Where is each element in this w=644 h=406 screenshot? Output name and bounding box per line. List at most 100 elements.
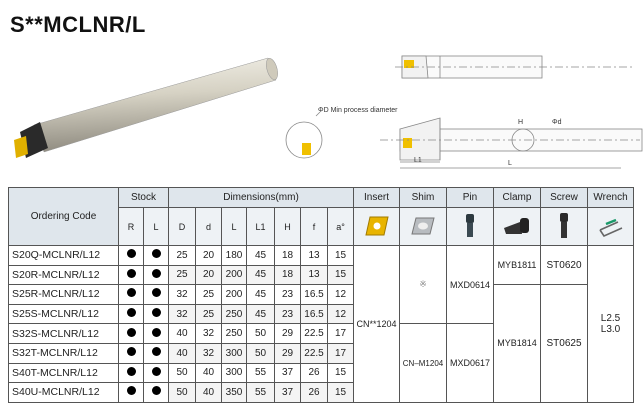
dim-h: 23: [274, 284, 301, 305]
stock-l: [143, 382, 169, 403]
subheader-l1: L1: [246, 207, 275, 246]
in-stock-dot: [126, 288, 136, 298]
in-stock-dot: [126, 327, 136, 337]
dim-d: 25: [195, 303, 222, 325]
stock-l: [143, 245, 169, 266]
dim-d: 32: [195, 342, 222, 364]
dim-label-l1: L1: [414, 157, 422, 164]
in-stock-dot: [151, 366, 161, 376]
subheader-h: H: [274, 207, 301, 246]
dim-a: 17: [327, 342, 354, 364]
in-stock-dot: [151, 327, 161, 337]
stock-r: [118, 284, 144, 305]
stock-r: [118, 323, 144, 344]
dim-h: 29: [274, 342, 301, 364]
in-stock-dot: [151, 268, 161, 278]
tool-illustration: [14, 55, 643, 169]
in-stock-dot: [126, 249, 136, 259]
dim-len: 200: [221, 284, 247, 305]
top-view-drawing: [395, 55, 634, 79]
subheader-l: L: [143, 207, 169, 246]
dim-h: 18: [274, 264, 301, 286]
dim-a: 15: [327, 362, 354, 384]
dim-f: 13: [300, 245, 328, 266]
dim-a: 17: [327, 323, 354, 344]
stock-r: [118, 264, 144, 286]
dim-d: 32: [168, 284, 196, 305]
header-dimensions: Dimensions(mm): [168, 187, 354, 208]
in-stock-dot: [126, 366, 136, 376]
stock-r: [118, 303, 144, 325]
subheader-length: L: [221, 207, 247, 246]
dim-a: 15: [327, 382, 354, 403]
dim-a: 12: [327, 284, 354, 305]
clamp-value: MYB1814: [493, 284, 541, 403]
header-shim: Shim: [399, 187, 447, 208]
ordering-code: S40U-MCLNR/L12: [8, 382, 119, 403]
header-screw: Screw: [540, 187, 588, 208]
stock-r: [118, 362, 144, 384]
dim-h: 37: [274, 382, 301, 403]
header-wrench: Wrench: [587, 187, 634, 208]
dim-f: 22.5: [300, 342, 328, 364]
screw-value: ST0620: [540, 244, 588, 286]
dim-f: 13: [300, 264, 328, 286]
ordering-code: S40T-MCLNR/L12: [8, 362, 119, 384]
dim-len: 250: [221, 303, 247, 325]
pin-icon: [446, 207, 494, 246]
dim-f: 26: [300, 382, 328, 403]
subheader-D: D: [168, 207, 196, 246]
stock-r: [118, 342, 144, 364]
dim-len: 350: [221, 382, 247, 403]
stock-l: [143, 362, 169, 384]
dim-label-d: Φd: [552, 119, 562, 126]
stock-l: [143, 342, 169, 364]
ordering-code: S20Q-MCLNR/L12: [8, 245, 119, 266]
dim-f: 16.5: [300, 303, 328, 325]
dim-l1: 55: [246, 382, 275, 403]
insert-value: CN**1204: [353, 245, 400, 403]
dim-h: 23: [274, 303, 301, 325]
dim-len: 250: [221, 323, 247, 344]
dim-h: 29: [274, 323, 301, 344]
in-stock-dot: [151, 288, 161, 298]
pin-value: MXD0617: [446, 323, 494, 403]
dim-f: 16.5: [300, 284, 328, 305]
stock-l: [143, 284, 169, 305]
spec-table: Ordering Code Stock Dimensions(mm) Inser…: [8, 187, 634, 403]
shim-icon: [399, 207, 447, 246]
dim-a: 15: [327, 245, 354, 266]
ordering-code: S32S-MCLNR/L12: [8, 323, 119, 344]
header-ordering-code: Ordering Code: [8, 187, 119, 246]
dim-d: 40: [168, 342, 196, 364]
dim-l1: 45: [246, 284, 275, 305]
dim-d: 25: [168, 264, 196, 286]
subheader-f: f: [300, 207, 328, 246]
clamp-value: MYB1811: [493, 244, 541, 286]
subheader-a: a°: [327, 207, 354, 246]
subheader-d: d: [195, 207, 222, 246]
insert-icon: [353, 207, 400, 246]
dim-l1: 45: [246, 303, 275, 325]
header-clamp: Clamp: [493, 187, 541, 208]
dim-a: 12: [327, 303, 354, 325]
in-stock-dot: [126, 347, 136, 357]
dim-d: 50: [168, 382, 196, 403]
in-stock-dot: [126, 386, 136, 396]
dim-len: 200: [221, 264, 247, 286]
stock-r: [118, 245, 144, 266]
stock-r: [118, 382, 144, 403]
dim-l1: 55: [246, 362, 275, 384]
dim-d: 40: [195, 362, 222, 384]
stock-l: [143, 323, 169, 344]
in-stock-dot: [126, 268, 136, 278]
ordering-code: S25R-MCLNR/L12: [8, 284, 119, 305]
dim-d: 32: [195, 323, 222, 344]
dim-d: 25: [195, 284, 222, 305]
min-diameter-label: ΦD Min process diameter: [318, 107, 398, 114]
dim-len: 180: [221, 245, 247, 266]
